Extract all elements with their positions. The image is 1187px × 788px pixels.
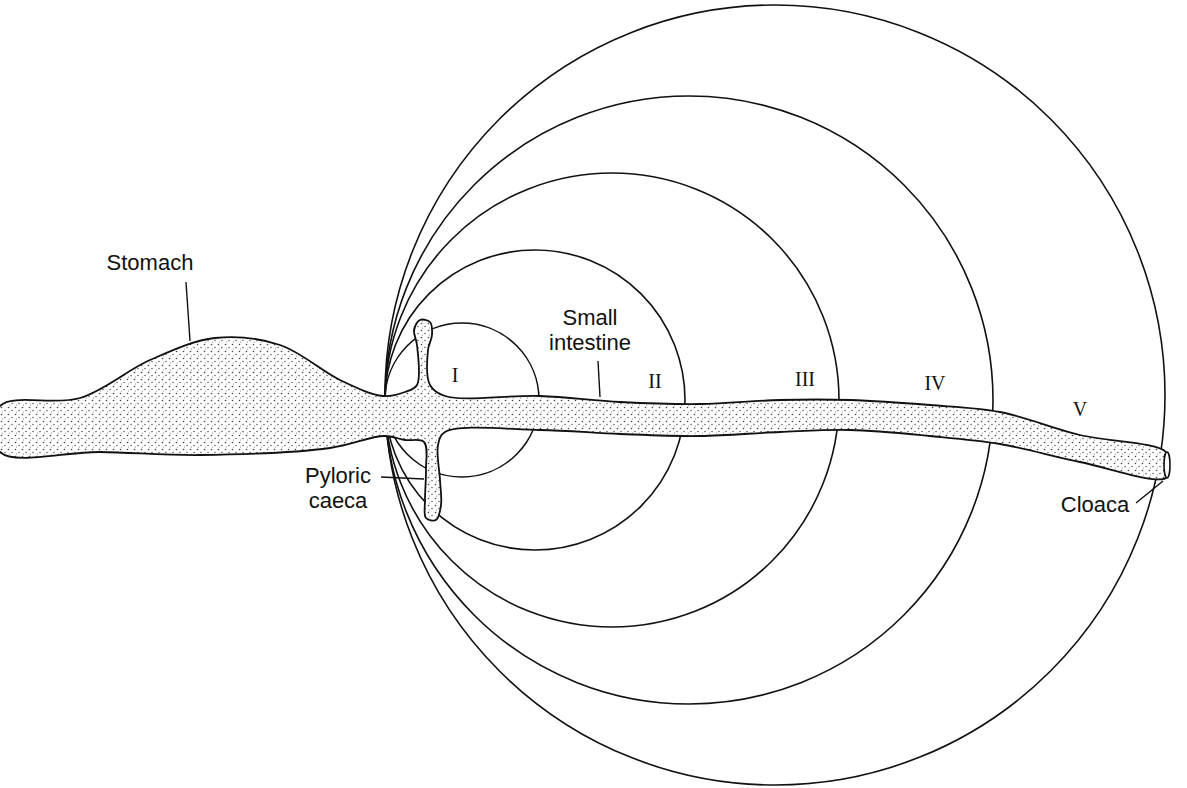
section-number: II: [635, 370, 675, 393]
leader-line: [186, 282, 190, 341]
leader-line: [598, 361, 600, 397]
cloaca-opening: [1164, 452, 1170, 478]
leader-line: [381, 477, 424, 479]
section-circle: [385, 5, 1165, 785]
section-circles: [385, 5, 1165, 785]
part-label: Cloaca: [1050, 492, 1140, 517]
section-number: III: [780, 368, 830, 391]
section-number: I: [435, 364, 475, 387]
part-label: Stomach: [90, 250, 210, 275]
part-label: Small intestine: [535, 305, 645, 356]
leader-line: [1136, 481, 1163, 503]
section-number: IV: [910, 372, 960, 395]
part-label: Pyloric caeca: [293, 463, 383, 514]
section-number: V: [1060, 398, 1100, 421]
